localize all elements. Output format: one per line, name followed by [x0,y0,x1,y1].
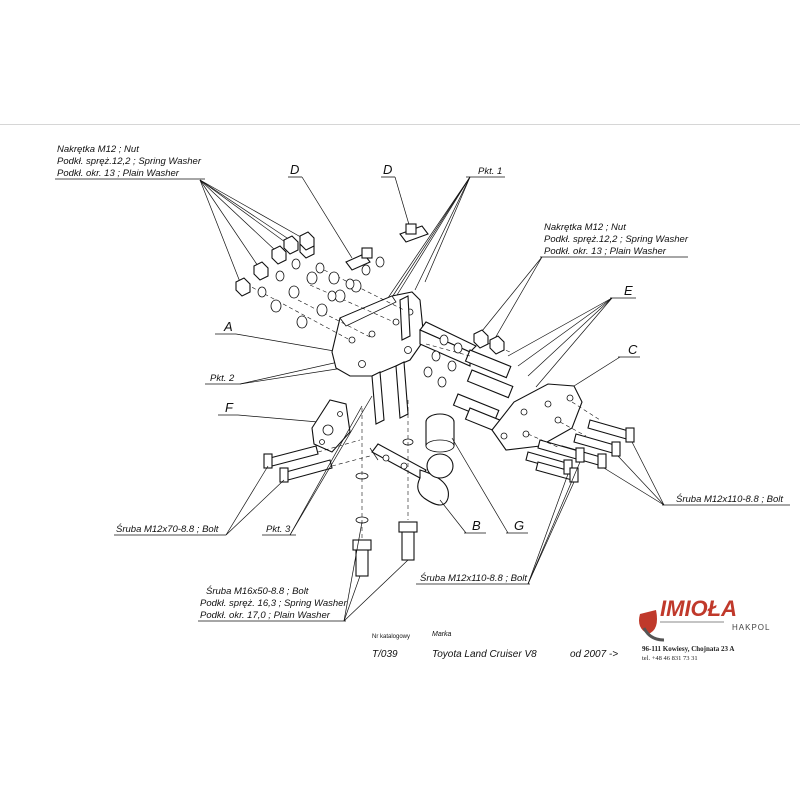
svg-text:A: A [223,319,233,334]
company-logo: IMIOŁA HAKPOL [639,596,770,642]
label-a: A [215,319,341,353]
label-bolt-m12x110-right: Śruba M12x110-8.8 ; Bolt [603,441,790,506]
svg-text:Podkł. okr. 17,0 ; Plain Washe: Podkł. okr. 17,0 ; Plain Washer [200,610,331,621]
svg-text:B: B [472,518,481,533]
svg-text:D: D [383,162,392,177]
nut-group-right-label: Nakrętka M12 ; Nut Podkł. spręż.12,2 ; S… [477,222,689,341]
crossbar-bracket-a [331,291,425,425]
svg-text:HAKPOL: HAKPOL [732,623,770,632]
svg-text:96-111 Kowiesy, Chojnata 23 A: 96-111 Kowiesy, Chojnata 23 A [642,645,734,653]
svg-text:Pkt. 1: Pkt. 1 [478,166,502,177]
label-d-right: D [381,162,411,229]
svg-text:Śruba M16x50-8.8 ; Bolt: Śruba M16x50-8.8 ; Bolt [206,585,309,597]
flange-plate-c [491,383,583,451]
svg-text:Śruba M12x70-8.8 ; Bolt: Śruba M12x70-8.8 ; Bolt [116,523,219,535]
label-c: C [573,342,640,387]
svg-text:G: G [514,518,524,533]
svg-text:D: D [290,162,299,177]
svg-text:od 2007 ->: od 2007 -> [570,649,618,660]
svg-text:Nakrętka M12 ; Nut: Nakrętka M12 ; Nut [544,222,626,233]
svg-text:Nakrętka M12 ; Nut: Nakrętka M12 ; Nut [57,144,139,155]
label-pkt3: Pkt. 3 [262,395,373,536]
svg-text:Pkt. 2: Pkt. 2 [210,373,235,384]
nuts-washers-left [235,231,385,329]
label-d-left: D [288,162,353,259]
svg-text:C: C [628,342,638,357]
svg-text:Podkł. spręż.12,2 ; Spring Was: Podkł. spręż.12,2 ; Spring Washer [544,234,689,245]
socket-cover-g [425,413,455,453]
svg-text:Pkt. 3: Pkt. 3 [266,524,291,535]
footer-block: Nr katalogowy Marka T/039 Toyota Land Cr… [372,631,618,660]
tow-ball-b [369,443,454,506]
svg-text:Nr katalogowy: Nr katalogowy [372,634,410,640]
label-f: F [218,400,319,423]
svg-text:Podkł. spręż.12,2 ; Spring Was: Podkł. spręż.12,2 ; Spring Washer [57,156,202,167]
nut-group-left-leaders [199,179,307,283]
svg-text:Śruba M12x110-8.8 ; Bolt: Śruba M12x110-8.8 ; Bolt [420,572,527,584]
company-address: 96-111 Kowiesy, Chojnata 23 A tel. +48 4… [642,645,734,662]
bolts-m12x110-bottom [525,439,585,483]
svg-text:Podkł. spręż. 16,3 ; Spring Wa: Podkł. spręż. 16,3 ; Spring Washer [200,598,347,609]
socket-bracket-f [311,399,351,453]
label-bolt-m16-group: Śruba M16x50-8.8 ; Bolt Podkł. spręż. 16… [198,521,409,622]
plate-d-right [399,223,429,243]
svg-text:Podkł. okr. 13 ; Plain Washer: Podkł. okr. 13 ; Plain Washer [57,168,180,179]
label-b: B [439,499,486,534]
top-divider [0,124,800,125]
nut-group-left-label: Nakrętka M12 ; Nut Podkł. spręż.12,2 ; S… [55,144,205,180]
svg-text:IMIOŁA: IMIOŁA [660,596,737,621]
plate-d-left [345,247,373,271]
svg-text:T/039: T/039 [372,649,398,660]
svg-text:F: F [225,400,234,415]
label-e: E [507,283,636,388]
nuts-washers-right [423,329,505,388]
svg-text:Śruba M12x110-8.8 ; Bolt: Śruba M12x110-8.8 ; Bolt [676,493,783,505]
label-bolt-m12x70: Śruba M12x70-8.8 ; Bolt [114,465,285,536]
label-g: G [451,437,528,534]
label-bolt-m12x110-bottom: Śruba M12x110-8.8 ; Bolt [416,461,581,585]
bolts-m12x70 [263,445,333,483]
svg-text:tel. +48 46 831 73 31: tel. +48 46 831 73 31 [642,655,698,662]
label-pkt1: Pkt. 1 [372,166,505,321]
center-spacers-e [452,349,514,437]
svg-text:E: E [624,283,633,298]
svg-text:Marka: Marka [432,631,452,638]
crossbar-tube [419,321,477,367]
svg-text:Toyota Land Cruiser V8: Toyota Land Cruiser V8 [432,649,537,660]
svg-text:Podkł. okr. 13 ; Plain Washer: Podkł. okr. 13 ; Plain Washer [544,246,667,257]
